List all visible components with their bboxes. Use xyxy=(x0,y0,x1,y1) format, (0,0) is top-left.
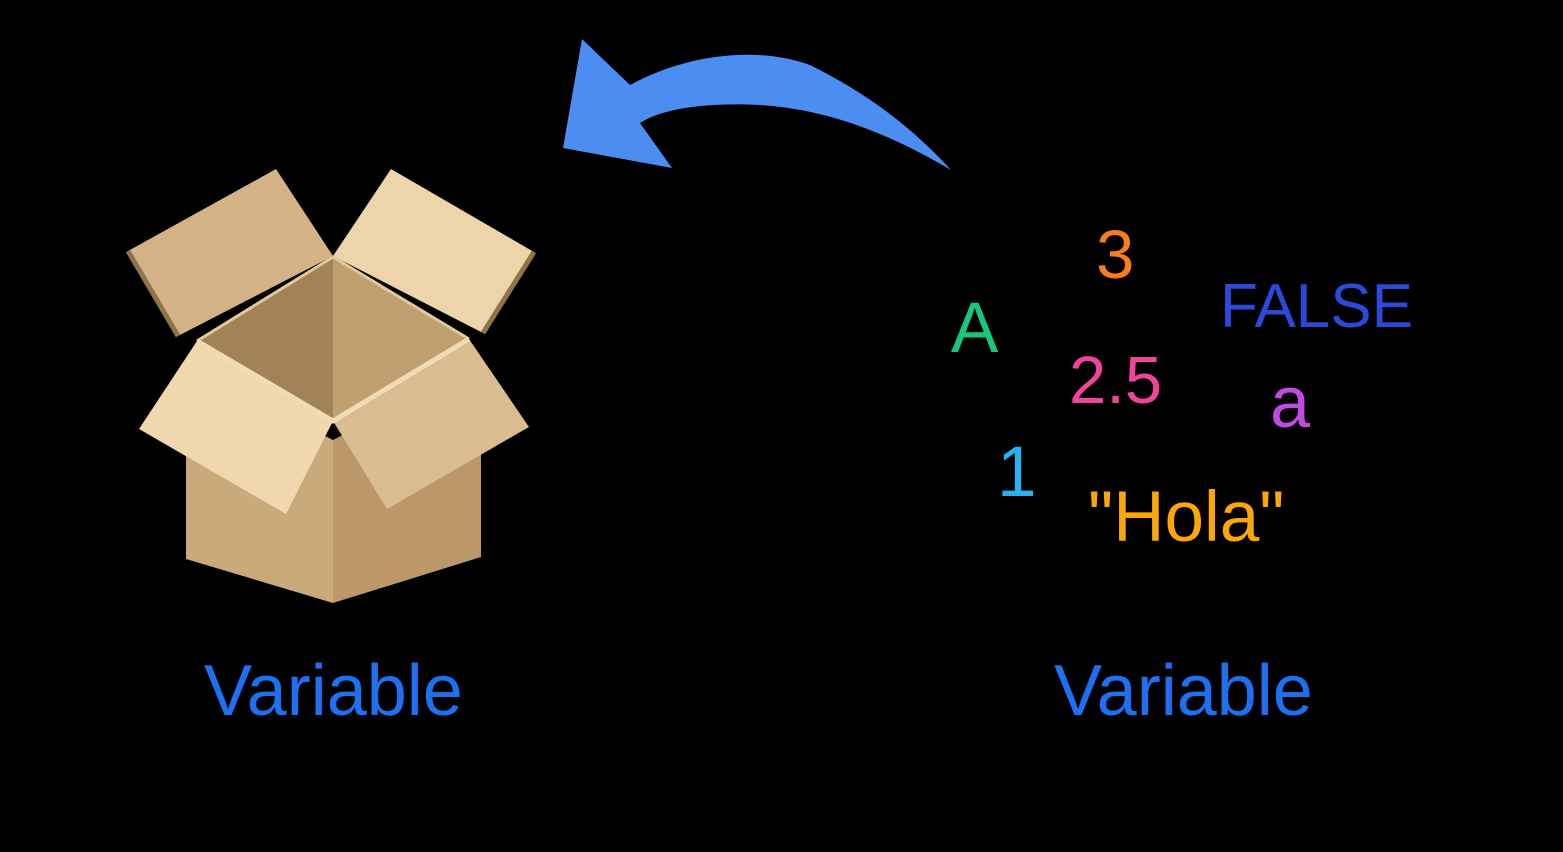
box-variable-label: Variable xyxy=(204,651,463,731)
box-front-left-flap xyxy=(139,341,333,514)
value-bool-false: FALSE xyxy=(1220,272,1413,341)
box-left-edge-sliver xyxy=(125,249,181,338)
box-back-left-flap xyxy=(128,169,333,336)
value-float-2-5: 2.5 xyxy=(1069,343,1163,418)
value-int-1: 1 xyxy=(997,433,1037,512)
curved-arrow-shape xyxy=(563,39,951,170)
value-char-a: a xyxy=(1270,363,1311,443)
box-back-right-flap xyxy=(333,169,534,333)
value-char-A: A xyxy=(951,289,999,368)
curved-arrow xyxy=(563,39,951,170)
box-front-right-flap xyxy=(333,339,529,509)
values-variable-label: Variable xyxy=(1054,651,1313,731)
box-right-edge-sliver xyxy=(480,250,537,335)
value-int-3: 3 xyxy=(1096,216,1135,293)
box-rim-back-edge xyxy=(196,255,470,343)
value-string-hola: "Hola" xyxy=(1088,478,1285,557)
box-interior-right xyxy=(333,257,469,421)
box-interior-left xyxy=(197,257,333,421)
open-box-illustration xyxy=(125,169,537,603)
box-rim-front-edge xyxy=(195,336,471,424)
